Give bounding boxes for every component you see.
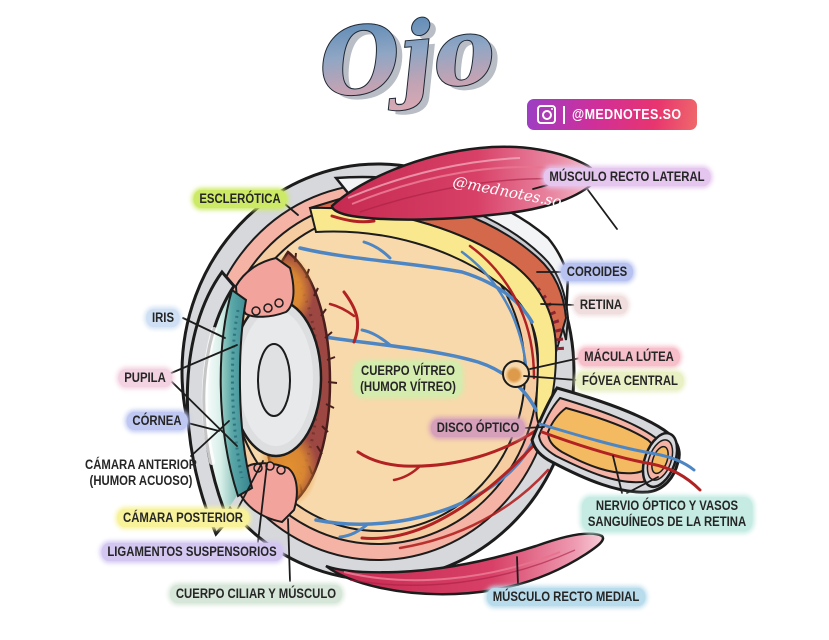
blue-vessel xyxy=(298,246,534,324)
lens-nucleus xyxy=(257,343,291,417)
blue-vessel-branch xyxy=(360,328,392,347)
optic-nerve xyxy=(530,386,702,494)
leader-disco-optico xyxy=(524,426,545,429)
label-camara-posterior: CÁMARA POSTERIOR xyxy=(117,509,249,527)
red-vessel xyxy=(342,290,360,344)
title-text: Ojo xyxy=(315,0,499,118)
leader-pupila-top xyxy=(168,344,238,375)
label-retina: RETINA xyxy=(574,296,628,314)
label-line: CUERPO VÍTREO xyxy=(361,363,455,379)
label-cuerpo-vitreo: CUERPO VÍTREO (HUMOR VÍTREO) xyxy=(354,362,462,396)
red-vessel-branch xyxy=(392,464,422,482)
red-vessel xyxy=(330,214,376,224)
zonule-scallop xyxy=(251,306,261,316)
red-vessel-choroid xyxy=(398,468,550,550)
leader-pupila-bottom xyxy=(168,378,238,447)
muscle-fiber xyxy=(347,157,521,199)
label-coroides: COROIDES xyxy=(560,263,634,281)
leader-camara-posterior xyxy=(235,460,264,513)
leader-camara-anterior xyxy=(190,420,230,457)
blue-vessel-arc xyxy=(460,250,529,380)
page-title: Ojo Ojo xyxy=(314,0,506,123)
instagram-badge: @MEDNOTES.SO xyxy=(527,99,697,130)
instagram-icon-flash xyxy=(551,108,553,110)
muscle-fiber xyxy=(349,549,576,586)
label-cuerpo-ciliar: CUERPO CILIAR Y MÚSCULO xyxy=(169,585,343,603)
red-vessel-branch xyxy=(328,302,356,318)
blue-vessel-branch xyxy=(362,240,392,260)
label-esclerotica: ESCLERÓTICA xyxy=(193,190,287,208)
label-musculo-recto-medial: MÚSCULO RECTO MEDIAL xyxy=(486,588,646,606)
iris-band xyxy=(219,288,254,498)
label-musculo-recto-lateral: MÚSCULO RECTO LATERAL xyxy=(543,168,711,186)
label-line: CÁMARA ANTERIOR xyxy=(85,457,197,473)
blue-vessel xyxy=(316,334,538,412)
label-line: (HUMOR VÍTREO) xyxy=(360,379,456,394)
muscle-fiber xyxy=(343,551,561,582)
zonule-scallop xyxy=(263,303,273,313)
label-disco-optico: DISCO ÓPTICO xyxy=(430,419,526,437)
title-shadow: Ojo xyxy=(322,0,506,123)
label-line: SANGUÍNEOS DE LA RETINA xyxy=(587,514,747,529)
leader-nervio-2 xyxy=(626,476,659,494)
central-retinal-artery xyxy=(540,430,702,492)
retinal-vessels xyxy=(298,214,550,550)
label-pupila: PUPILA xyxy=(118,369,172,387)
label-ligamentos-suspensorios: LIGAMENTOS SUSPENSORIOS xyxy=(101,543,283,561)
label-nervio-optico: NERVIO ÓPTICO Y VASOS SANGUÍNEOS DE LA R… xyxy=(581,497,753,531)
zonule-scallop xyxy=(276,465,286,475)
red-vessel xyxy=(360,434,544,540)
blue-vessel-branch xyxy=(338,522,370,539)
label-line: (HUMOR ACUOSO) xyxy=(89,473,193,488)
label-line: NERVIO ÓPTICO Y VASOS xyxy=(595,498,739,514)
instagram-icon-lens xyxy=(541,109,552,120)
leader-retina xyxy=(540,303,577,306)
leader-cuerpo-ciliar xyxy=(287,518,291,582)
red-vessel xyxy=(356,426,542,468)
label-fovea-central: FÓVEA CENTRAL xyxy=(576,372,684,390)
leader-nervio-1 xyxy=(612,455,623,494)
leader-musculo-medial xyxy=(516,556,519,586)
badge-divider xyxy=(563,105,565,124)
label-cornea: CÓRNEA xyxy=(126,412,188,430)
macula-lutea xyxy=(502,360,530,388)
instagram-icon xyxy=(537,105,556,124)
fovea-centralis xyxy=(505,366,523,384)
label-camara-anterior: CÁMARA ANTERIOR (HUMOR ACUOSO) xyxy=(79,456,203,490)
choroid-vessels-red xyxy=(345,212,564,351)
label-macula-lutea: MÁCULA LÚTEA xyxy=(578,348,680,366)
cornea-glare xyxy=(201,327,217,465)
central-retinal-vein xyxy=(538,422,696,472)
label-iris: IRIS xyxy=(146,309,180,327)
instagram-handle: @MEDNOTES.SO xyxy=(572,106,682,123)
leader-musculo-lateral-2 xyxy=(587,189,618,230)
leader-iris xyxy=(182,317,226,339)
muscle-fiber xyxy=(351,166,571,205)
red-vessel-arc xyxy=(468,244,536,380)
zonule-scallop xyxy=(274,298,284,308)
anterior-segment xyxy=(185,250,338,537)
leader-ligamentos xyxy=(257,463,268,543)
